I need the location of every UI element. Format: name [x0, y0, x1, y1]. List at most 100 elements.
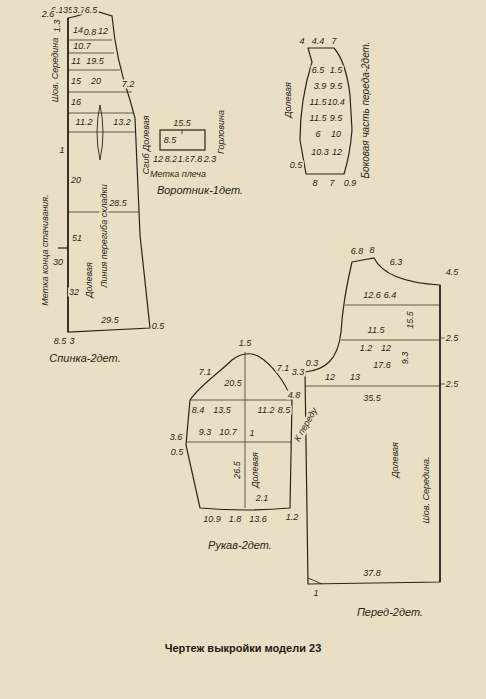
dimension-number: 12 — [331, 148, 343, 157]
construction-lines — [305, 305, 446, 386]
figure-caption: Чертеж выкройки модели 23 — [165, 642, 322, 654]
pattern-note: Шов. Середина. — [422, 456, 431, 525]
dimension-number: 9.5 — [329, 114, 344, 123]
pattern-note: Боковая часть переда-2дет. — [361, 40, 371, 179]
dimension-number: 32 — [68, 288, 80, 297]
dimension-number: 10.4 — [326, 98, 346, 107]
dimension-number: 13.6 — [248, 515, 268, 524]
dimension-number: 0.5 — [289, 161, 304, 170]
dimension-number: 19.5 — [85, 57, 105, 66]
dimension-number: 11.2 — [75, 118, 94, 127]
dimension-number: 10.3 — [310, 148, 330, 157]
dimension-number: 0.9 — [343, 179, 358, 188]
dimension-number: 30 — [52, 258, 64, 267]
dimension-number: 51 — [71, 234, 83, 243]
dimension-number: 0.5 — [151, 322, 166, 331]
center-back-line — [67, 18, 69, 332]
dimension-number: 4.8 — [287, 391, 302, 400]
dimension-number: 9.3 — [401, 351, 410, 366]
dimension-number: 2.5 — [445, 380, 460, 389]
pattern-note: Горловина — [217, 109, 226, 155]
dimension-number: 2.5 — [445, 334, 460, 343]
dimension-number: 10.7 — [218, 428, 238, 437]
center-front-line — [439, 285, 441, 582]
dimension-number: 6.5 — [84, 6, 99, 15]
dart — [97, 105, 103, 160]
dimension-number: 2.3 — [203, 155, 218, 164]
dimension-number: 6.8 — [350, 247, 365, 256]
notch-mark — [58, 247, 68, 248]
collar-piece — [160, 130, 205, 150]
pattern-note: Перед-2дет. — [356, 607, 424, 618]
dimension-number: 7 — [330, 37, 337, 46]
pattern-note: Воротник-1дет. — [156, 185, 244, 196]
dimension-number: 1 — [58, 146, 65, 155]
pattern-note: Долевая — [251, 451, 260, 489]
dimension-number: 11.2 — [257, 406, 276, 415]
dimension-number: 6.5 — [311, 66, 326, 75]
dimension-number: 20 — [90, 77, 102, 86]
dimension-number: 10.7 — [72, 42, 92, 51]
side-front-piece — [300, 48, 352, 174]
notch-mark — [182, 130, 183, 134]
dimension-number: 6.4 — [383, 291, 398, 300]
dimension-number: 2.1 — [255, 494, 270, 503]
dimension-number: 12 — [380, 344, 392, 353]
dimension-number: 20 — [70, 176, 82, 185]
dimension-number: 13.5 — [212, 406, 232, 415]
dimension-number: 0.5 — [170, 448, 185, 457]
pattern-note: Метка конца стачивания. — [41, 193, 50, 306]
dimension-number: 35.5 — [362, 394, 382, 403]
dimension-number: 37.8 — [362, 569, 382, 578]
dimension-number: 8.4 — [191, 406, 206, 415]
dimension-number: 6.3 — [389, 258, 404, 267]
pattern-note: Долевая — [284, 81, 293, 119]
pattern-note: Метка плеча — [149, 170, 207, 179]
dimension-number: 11.5 — [309, 98, 328, 107]
dimension-number: 8.5 — [163, 136, 178, 145]
dimension-number: 6 — [314, 130, 321, 139]
dimension-number: 12.6 — [362, 291, 382, 300]
dimension-number: 8.5 — [53, 337, 68, 346]
dimension-number: 29.5 — [100, 316, 120, 325]
dimension-number: 28.5 — [108, 199, 128, 208]
dimension-number: 3.3 — [291, 368, 306, 377]
dimension-number: 1 — [248, 429, 255, 438]
dimension-number: 9.3 — [198, 428, 213, 437]
dimension-number: 1.8 — [228, 515, 243, 524]
dimension-number: 12 — [324, 373, 336, 382]
pattern-note: Шов. Середина — [51, 37, 60, 103]
pattern-note: Долевая — [391, 441, 400, 479]
dimension-number: 7.1 — [276, 364, 291, 373]
dimension-number: 17.6 — [372, 361, 392, 370]
dimension-number: 11.5 — [309, 114, 328, 123]
dimension-number: 1.5 — [329, 66, 344, 75]
dimension-number: 12 — [97, 27, 109, 36]
front-piece — [305, 258, 440, 584]
dimension-number: 7.2 — [121, 80, 136, 89]
dimension-number: 4 — [298, 37, 305, 46]
dimension-number: 10 — [330, 130, 342, 139]
dimension-number: 3.9 — [313, 82, 328, 91]
pattern-note: Линия перегиба складки — [100, 183, 109, 288]
dimension-number: 2.6 — [41, 10, 56, 19]
dimension-number: 15.5 — [172, 119, 192, 128]
dimension-number: 1.5 — [238, 339, 253, 348]
dimension-number: 8.5 — [277, 406, 292, 415]
dimension-number: 7.8 — [189, 155, 204, 164]
dimension-number: 13.2 — [112, 118, 132, 127]
dimension-number: 4.5 — [445, 268, 460, 277]
hem-notch — [308, 578, 322, 584]
sleeve-piece — [186, 354, 292, 510]
construction-lines — [187, 352, 292, 508]
dimension-number: 20.5 — [223, 379, 243, 388]
dimension-number: 0.8 — [83, 28, 98, 37]
dimension-number: 9.5 — [329, 82, 344, 91]
dimension-number: 1.2 — [359, 344, 374, 353]
dimension-number: 11.5 — [367, 326, 386, 335]
pattern-note: Спинка-2дет. — [48, 353, 121, 364]
dimension-number: 12 — [152, 155, 164, 164]
dimension-number: 7.1 — [198, 368, 213, 377]
dimension-number: 7 — [328, 179, 335, 188]
dimension-number: 1 — [312, 589, 319, 598]
